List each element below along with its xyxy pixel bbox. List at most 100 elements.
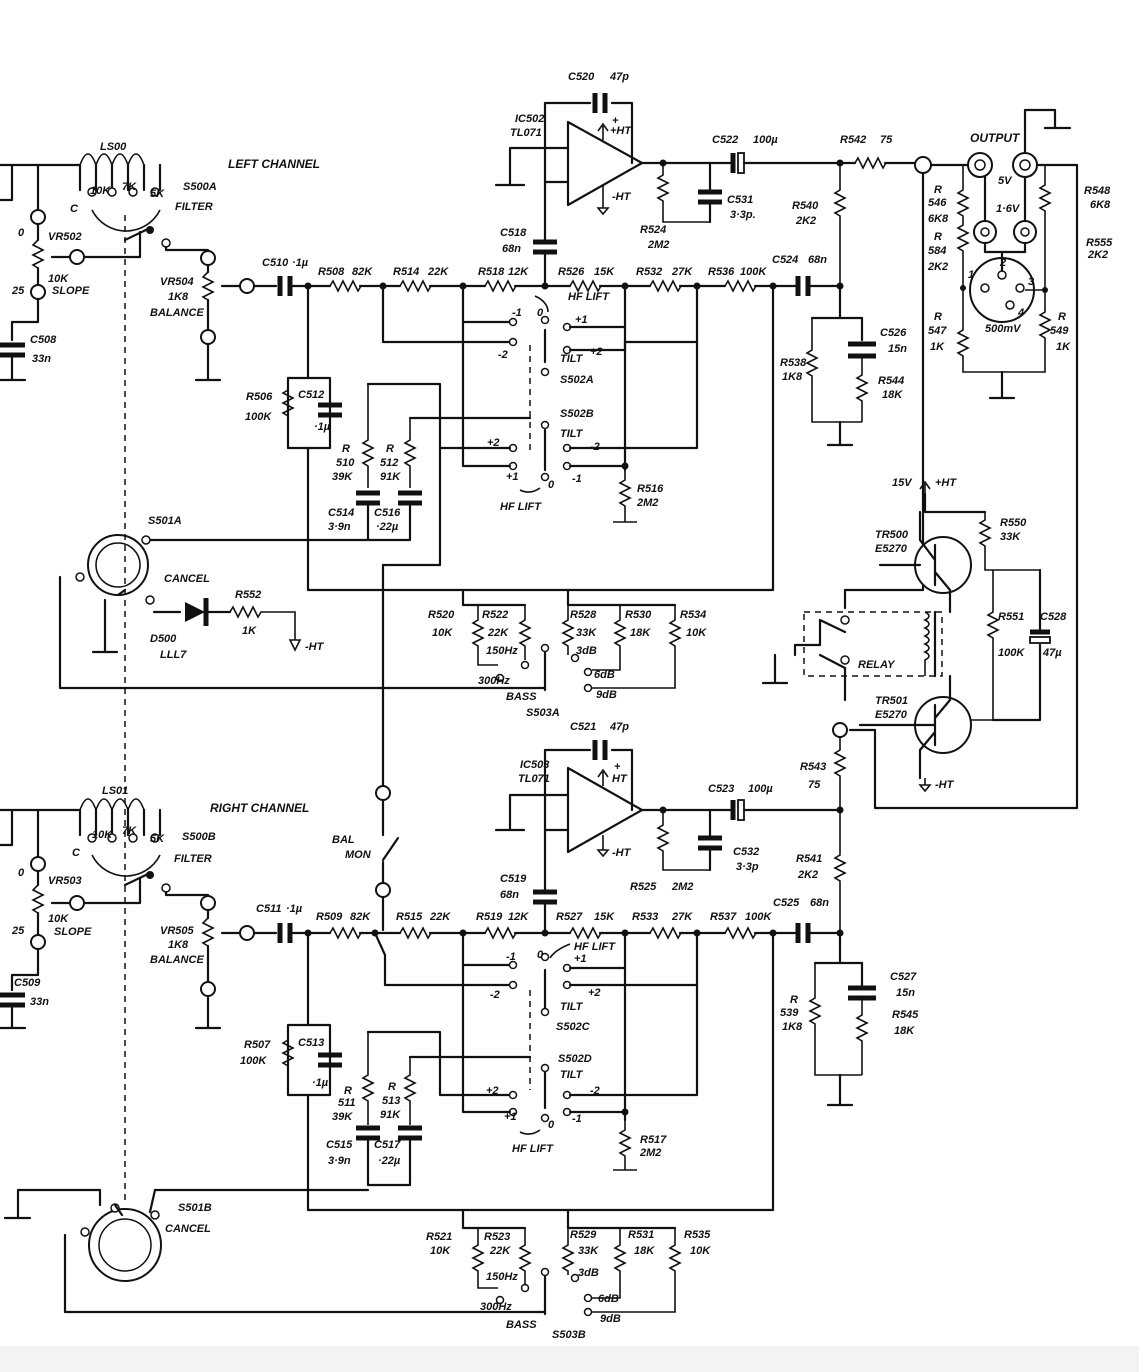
- r-r-tg-v: 2M2: [639, 1147, 661, 1159]
- l-c-t1-v: 3·9n: [328, 521, 351, 533]
- r-ls-c: C: [72, 847, 81, 859]
- out-r555: R555: [1086, 237, 1113, 249]
- l-c-in: C508: [30, 334, 57, 346]
- l-r-dm1-v: 1K8: [782, 371, 803, 383]
- l-hz300: 300Hz: [478, 675, 510, 687]
- r-vr-bal: VR505: [160, 925, 195, 937]
- r-r-c: R519: [476, 911, 503, 923]
- r-c-in-v: 33n: [30, 996, 49, 1008]
- r-c-o: C523: [708, 783, 734, 795]
- out-pin3: 3: [1028, 276, 1034, 288]
- out-r555-v: 2K2: [1087, 249, 1108, 261]
- l-sw-ob: 0: [548, 479, 555, 491]
- r-r-ld-v: 2M2: [671, 881, 693, 893]
- r-tap-2: 7K: [122, 825, 137, 837]
- r-vr-slope-v: 10K: [48, 913, 69, 925]
- r-c-ff-v: 47p: [609, 721, 629, 733]
- r-c-cpl: C511: [256, 903, 281, 915]
- l-r-tg: R516: [637, 483, 664, 495]
- l-sw-b: S502B: [560, 408, 594, 420]
- l-r-d: R526: [558, 266, 585, 278]
- l-pos0: 0: [18, 227, 25, 239]
- r-c-dm: C527: [890, 971, 917, 983]
- relay-c528-v: 47µ: [1042, 647, 1062, 659]
- l-r-t1-n: 510: [336, 457, 355, 469]
- l-filter-sw: S500A: [183, 181, 217, 193]
- r-r-t1-v: 39K: [332, 1111, 353, 1123]
- l-r-ld-v: 2M2: [647, 239, 669, 251]
- l-r-b3: R528: [570, 609, 597, 621]
- l-cancel-sw: S501A: [148, 515, 182, 527]
- l-r-b5-v: 10K: [686, 627, 707, 639]
- relay-hminus: -HT: [935, 779, 955, 791]
- r-cancel-sw: S501B: [178, 1202, 212, 1214]
- l-hplus: +HT: [610, 125, 632, 137]
- r-r-f-v: 100K: [745, 911, 772, 923]
- r-c-dm-v: 15n: [896, 987, 915, 999]
- r-c-out: C525: [773, 897, 800, 909]
- l-filter-label: FILTER: [175, 201, 213, 213]
- l-c-cpl: C510: [262, 257, 289, 269]
- l-c-o: C522: [712, 134, 738, 146]
- l-c-fb: C518: [500, 227, 527, 239]
- out-r547: R: [934, 311, 942, 323]
- relay-r551: R551: [998, 611, 1024, 623]
- l-sw-p2: +2: [590, 346, 603, 358]
- out-label: OUTPUT: [970, 131, 1021, 145]
- out-r584-v: 2K2: [927, 261, 948, 273]
- l-r-b3-v: 33K: [576, 627, 597, 639]
- l-r-ld: R524: [640, 224, 666, 236]
- l-bass-sw: S503A: [526, 707, 560, 719]
- l-r-b1: R520: [428, 609, 455, 621]
- r-r-sh: R507: [244, 1039, 271, 1051]
- r-c-t1: C515: [326, 1139, 353, 1151]
- l-cancel: CANCEL: [164, 573, 210, 585]
- relay-section: 15V +HT TR500 E5270 R550 33K R551 100K C…: [761, 477, 1067, 793]
- r-plus: +: [614, 761, 621, 773]
- r-r-b1-v: 10K: [430, 1245, 451, 1257]
- r-sw-ob: 0: [548, 1119, 555, 1131]
- r-sw-p1b: +1: [504, 1111, 517, 1123]
- out-5v: 5V: [998, 175, 1013, 187]
- l-hminus: -HT: [612, 191, 632, 203]
- l-c-cpl-v: ·1µ: [292, 257, 309, 269]
- r-r-b5: R535: [684, 1229, 711, 1241]
- footer-band: [0, 1346, 1139, 1372]
- out-r546: R: [934, 184, 942, 196]
- r-r-e-v: 27K: [671, 911, 693, 923]
- l-r-ser-v: 75: [880, 134, 893, 146]
- r-balance: BALANCE: [150, 954, 204, 966]
- out-500mv: 500mV: [985, 323, 1022, 335]
- out-r584-n: 584: [928, 245, 946, 257]
- l-c-out: C524: [772, 254, 798, 266]
- l-sw-m1: -1: [512, 307, 522, 319]
- r-c-sh: C513: [298, 1037, 324, 1049]
- r-c-sm: C532: [733, 846, 759, 858]
- l-c-ff-v: 47p: [609, 71, 629, 83]
- l-r-dm1: R538: [780, 357, 807, 369]
- l-c-sh-v: ·1µ: [314, 421, 331, 433]
- r-c-fb-v: 68n: [500, 889, 519, 901]
- l-r-sh: R506: [246, 391, 273, 403]
- l-r-pot-v: 2K2: [795, 215, 816, 227]
- l-c-t2: C516: [374, 507, 401, 519]
- r-r-dm2: R545: [892, 1009, 919, 1021]
- relay-r551-v: 100K: [998, 647, 1025, 659]
- l-hf-lift-b: HF LIFT: [500, 501, 542, 513]
- r-r-a: R509: [316, 911, 343, 923]
- l-diode: D500: [150, 633, 177, 645]
- l-diode-v: LLL7: [160, 649, 187, 661]
- r-r-pot-v: 2K2: [797, 869, 818, 881]
- r-filter-label: FILTER: [174, 853, 212, 865]
- l-r-t2: R: [386, 443, 394, 455]
- out-r547-v: 1K: [930, 341, 945, 353]
- r-sw-m2b: -2: [590, 1085, 600, 1097]
- out-r548-v: 6K8: [1090, 199, 1111, 211]
- r-tilt-b: TILT: [560, 1069, 584, 1081]
- r-r-f: R537: [710, 911, 737, 923]
- l-sw-p2b: +2: [487, 437, 500, 449]
- l-vr-bal-v: 1K8: [168, 291, 189, 303]
- r-c-cpl-v: ·1µ: [286, 903, 303, 915]
- l-r-pot: R540: [792, 200, 819, 212]
- relay-c528: C528: [1040, 611, 1067, 623]
